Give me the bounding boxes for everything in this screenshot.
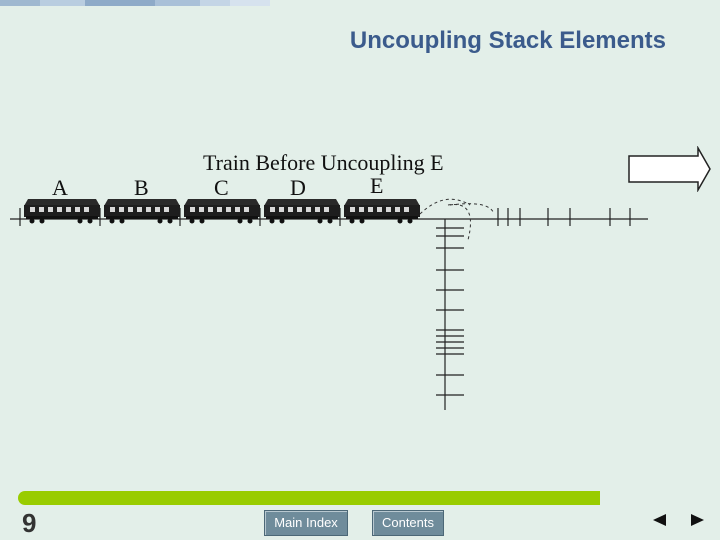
car-label-e: E bbox=[370, 173, 384, 198]
siding-ties bbox=[436, 227, 464, 396]
top-decoration-bar bbox=[0, 0, 270, 6]
triangle-left-icon[interactable] bbox=[652, 513, 668, 527]
triangle-right-icon[interactable] bbox=[689, 513, 705, 527]
switch-curve-2 bbox=[447, 203, 471, 241]
slide-title: Uncoupling Stack Elements bbox=[349, 27, 666, 54]
switch-curve-3 bbox=[449, 203, 495, 215]
switch-curve bbox=[419, 198, 471, 215]
train-car bbox=[104, 199, 180, 224]
train-car bbox=[24, 199, 100, 224]
car-label-c: C bbox=[214, 175, 229, 200]
arrow-right-icon bbox=[628, 146, 711, 192]
train-car bbox=[264, 199, 340, 224]
train-cars bbox=[24, 199, 420, 224]
car-label-a: A bbox=[52, 175, 68, 200]
page-number: 9 bbox=[22, 508, 37, 538]
car-label-b: B bbox=[134, 175, 149, 200]
diagram-caption: Train Before Uncoupling E bbox=[203, 150, 444, 175]
train-car bbox=[184, 199, 260, 224]
main-index-button[interactable]: Main Index bbox=[264, 510, 348, 536]
train-car bbox=[344, 199, 420, 224]
car-label-d: D bbox=[290, 175, 306, 200]
contents-button[interactable]: Contents bbox=[372, 510, 444, 536]
progress-bar bbox=[18, 491, 600, 505]
